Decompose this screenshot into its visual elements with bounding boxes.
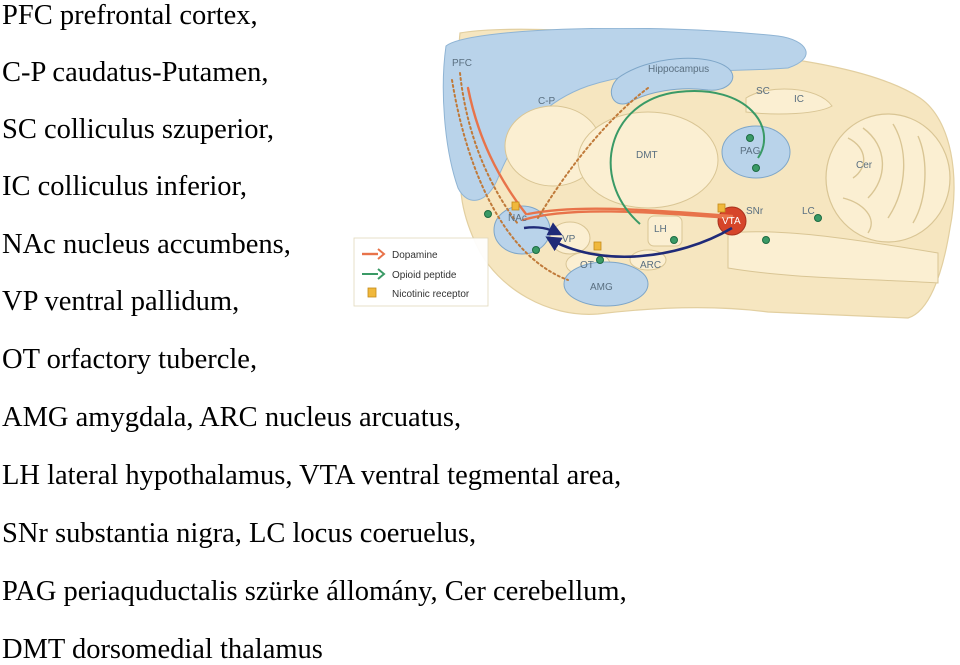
brainstem-region <box>727 231 939 284</box>
abbr-line: AMG amygdala, ARC nucleus arcuatus, <box>2 402 462 433</box>
abbr-line: SC colliculus szuperior, <box>2 114 274 145</box>
opioid-terminal <box>752 164 760 172</box>
opioid-pathway-loop <box>609 90 765 225</box>
opioid-terminal <box>484 210 492 218</box>
dopamine-pathway-vta-nac <box>526 207 734 218</box>
legend-dopamine-label: Dopamine <box>392 250 438 261</box>
abbr-line: VP ventral pallidum, <box>2 286 240 317</box>
label-lh: LH <box>654 224 667 235</box>
label-cer: Cer <box>856 160 873 171</box>
label-hippocampus: Hippocampus <box>648 64 709 75</box>
opioid-terminal <box>532 246 540 254</box>
dark-pathway-nac-vp <box>523 222 563 236</box>
dark-pathway-vta-nac <box>545 226 733 258</box>
label-snr: SNr <box>746 206 764 217</box>
abbr-line: PFC prefrontal cortex, <box>2 0 258 31</box>
pag-region <box>721 125 791 179</box>
dopamine-pathway-mesocortical <box>521 210 734 222</box>
label-cp: C-P <box>538 96 556 107</box>
nicotinic-receptor <box>593 241 602 251</box>
brain-reward-circuit-diagram: PFC C-P Hippocampus SC IC DMT PAG Cer NA… <box>353 28 955 319</box>
colliculi-region <box>745 88 833 115</box>
label-dmt: DMT <box>636 150 658 161</box>
label-lc: LC <box>802 206 815 217</box>
label-ic: IC <box>794 94 804 105</box>
legend-dopamine-icon <box>362 248 386 260</box>
abbr-line: DMT dorsomedial thalamus <box>2 634 323 665</box>
abbr-line: PAG periaquductalis szürke állomány, Cer… <box>2 576 627 607</box>
nicotinic-receptor <box>511 201 520 211</box>
label-arc: ARC <box>640 260 661 271</box>
cerebellum-region <box>825 113 951 243</box>
vta-region <box>717 206 747 236</box>
label-sc: SC <box>756 86 770 97</box>
amg-region <box>563 261 649 307</box>
label-pfc: PFC <box>452 58 472 69</box>
dotted-pathway-hippo <box>537 87 649 219</box>
dotted-pathway-pfc-vta <box>451 79 569 281</box>
opioid-terminal <box>814 214 822 222</box>
label-amg: AMG <box>590 282 613 293</box>
label-pag: PAG <box>740 146 761 157</box>
abbr-line: OT orfactory tubercle, <box>2 344 258 375</box>
legend-opioid-icon <box>362 268 386 280</box>
abbr-line: C-P caudatus-Putamen, <box>2 57 269 88</box>
legend-nicotinic-icon <box>367 287 377 298</box>
label-ot: OT <box>580 260 594 271</box>
legend-nicotinic-label: Nicotinic receptor <box>392 289 470 300</box>
nicotinic-receptor <box>717 203 726 213</box>
abbr-line: SNr substantia nigra, LC locus coeruelus… <box>2 518 477 549</box>
opioid-terminal <box>746 134 754 142</box>
legend-opioid-label: Opioid peptide <box>392 270 457 281</box>
opioid-terminal <box>670 236 678 244</box>
label-nac: NAc <box>508 213 527 224</box>
label-vta: VTA <box>722 216 741 227</box>
label-vp: VP <box>562 234 576 245</box>
opioid-terminal <box>596 256 604 264</box>
opioid-terminal <box>762 236 770 244</box>
abbr-line: LH lateral hypothalamus, VTA ventral teg… <box>2 460 622 491</box>
abbr-line: IC colliculus inferior, <box>2 171 248 202</box>
dotted-pathway-pfc-nac <box>459 72 519 225</box>
diagram-legend: Dopamine Opioid peptide Nicotinic recept… <box>353 237 489 307</box>
abbr-line: NAc nucleus accumbens, <box>2 229 291 260</box>
